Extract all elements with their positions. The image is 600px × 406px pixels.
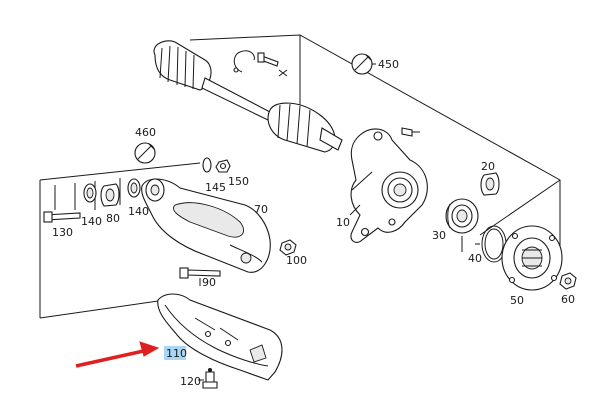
label-140-right: 140 — [128, 205, 149, 218]
label-100: 100 — [286, 254, 307, 267]
bearing-30 — [445, 198, 479, 234]
label-145: 145 — [205, 181, 226, 194]
part-labels: 450 460 145 150 130 140 80 140 70 100 90… — [52, 58, 575, 388]
label-10: 10 — [336, 216, 350, 229]
nut-100 — [279, 239, 297, 256]
label-50: 50 — [510, 294, 524, 307]
label-460: 460 — [135, 126, 156, 139]
label-80: 80 — [106, 212, 120, 225]
bushing-20 — [480, 172, 500, 196]
wheel-hub-50 — [501, 225, 563, 291]
label-70: 70 — [254, 203, 268, 216]
label-40: 40 — [468, 252, 482, 265]
bushing-set — [43, 178, 141, 223]
label-leaders — [198, 63, 480, 381]
control-arm — [141, 178, 271, 273]
cover-110 — [157, 293, 283, 381]
label-140-left: 140 — [81, 215, 102, 228]
label-60: 60 — [561, 293, 575, 306]
washer-nut-145-150 — [202, 157, 231, 173]
drive-shaft — [153, 40, 343, 153]
bolt-120 — [202, 368, 218, 389]
nut-60 — [559, 272, 577, 290]
highlight-110 — [164, 346, 186, 360]
label-150: 150 — [228, 175, 249, 188]
label-120: 120 — [180, 375, 201, 388]
circlip-and-bolt — [233, 50, 288, 77]
label-130: 130 — [52, 226, 73, 239]
wheel-carrier — [350, 127, 428, 243]
wrench-icon-460 — [134, 142, 156, 164]
label-90: 90 — [202, 276, 216, 289]
label-110: 110 — [166, 347, 187, 360]
pointer-arrow — [75, 341, 160, 368]
label-450: 450 — [378, 58, 399, 71]
frame-lines — [39, 34, 561, 319]
label-20: 20 — [481, 160, 495, 173]
wrench-icon-450 — [351, 53, 373, 75]
label-30: 30 — [432, 229, 446, 242]
bolt-90 — [179, 267, 221, 279]
